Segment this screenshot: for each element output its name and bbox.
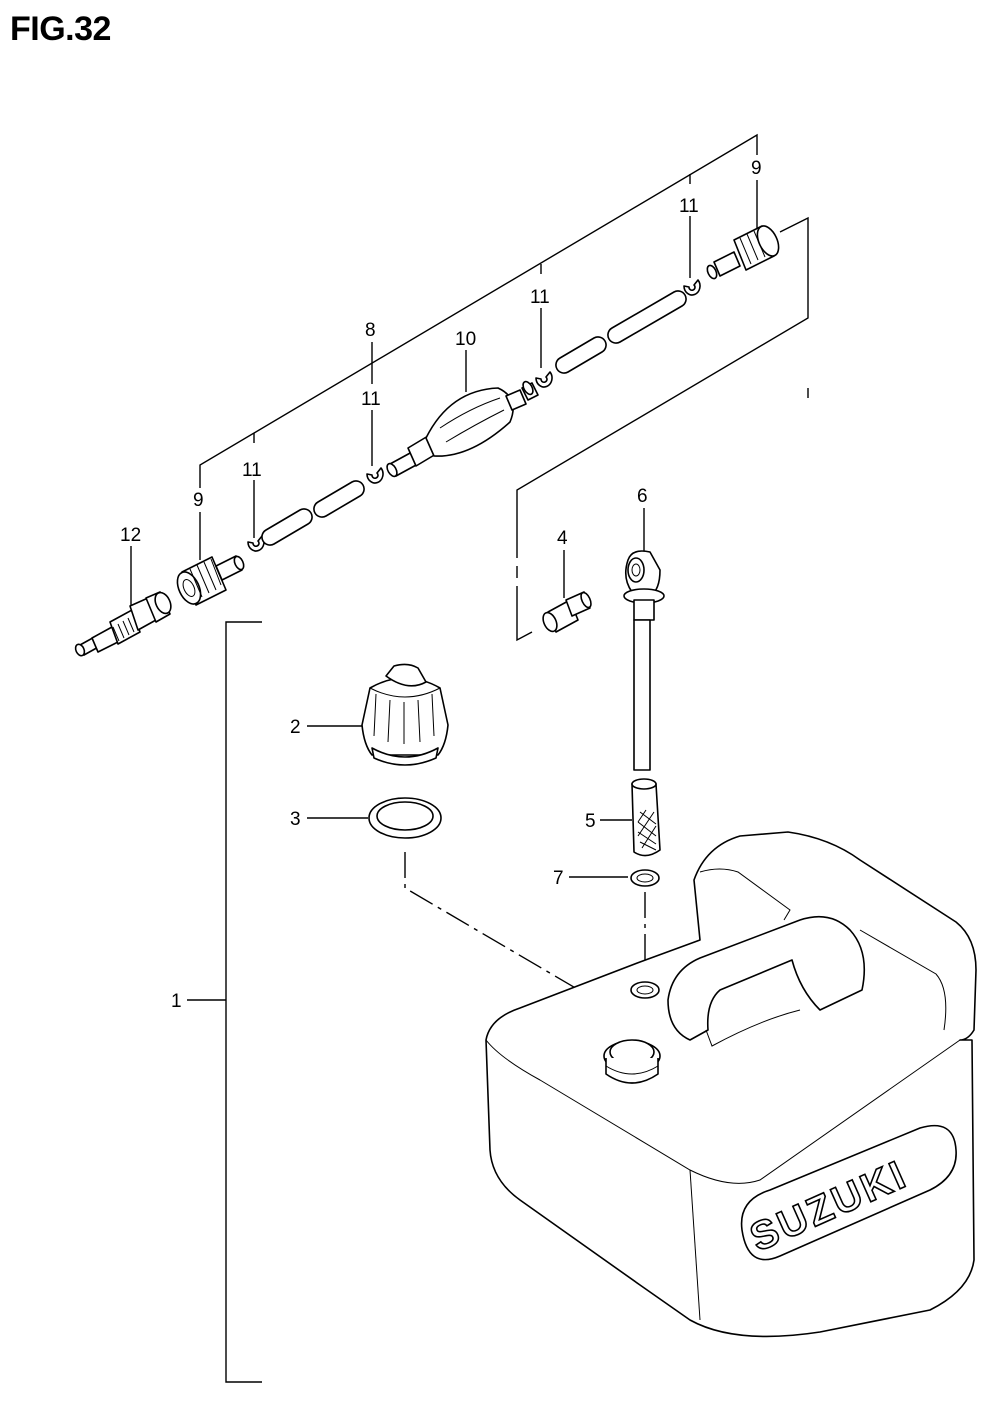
part-label-4: 4	[557, 528, 568, 549]
pickup-tube	[623, 550, 665, 771]
tank-fitting	[542, 591, 592, 633]
part-label-11-c: 11	[530, 287, 550, 308]
hose-clip-b	[366, 467, 384, 484]
fuel-tank: SUZUKI	[485, 831, 977, 1338]
part-label-7: 7	[553, 868, 564, 889]
part-label-8: 8	[365, 320, 376, 341]
cap-gasket	[368, 797, 442, 839]
pickup-bracket	[516, 216, 809, 642]
part-label-2: 2	[290, 717, 301, 738]
part-label-5: 5	[585, 811, 596, 832]
part-label-11-a: 11	[242, 460, 262, 481]
hose-clip-d	[683, 279, 701, 296]
hose-assembly-bracket	[199, 133, 758, 488]
part-label-1: 1	[171, 991, 182, 1012]
part-label-12: 12	[120, 525, 141, 546]
figure-title: FIG.32	[10, 10, 111, 48]
fuel-hose-a	[261, 480, 365, 546]
part-label-3: 3	[290, 809, 301, 830]
small-o-ring	[630, 869, 660, 887]
part-label-9-left: 9	[193, 490, 204, 511]
hose-clip-c	[535, 371, 553, 388]
connector-fitting	[74, 591, 172, 657]
fuel-hose-b	[555, 290, 687, 374]
fuel-filter	[631, 778, 661, 857]
part-label-6: 6	[637, 486, 648, 507]
primer-bulb	[386, 380, 539, 478]
part-label-9-right: 9	[751, 158, 762, 179]
knurled-connector-right	[706, 225, 780, 280]
part-label-11-d: 11	[679, 196, 699, 217]
knurled-connector-left	[176, 555, 245, 606]
part-label-10: 10	[455, 329, 476, 350]
tank-bracket	[225, 621, 262, 1383]
part-number-labels: 1 2 3 4 5 6 7 8 9 9 10 11 11 11 11 12	[120, 158, 762, 1012]
tank-cap	[361, 663, 449, 766]
leader-lines	[130, 180, 758, 1001]
part-label-11-b: 11	[361, 389, 381, 410]
